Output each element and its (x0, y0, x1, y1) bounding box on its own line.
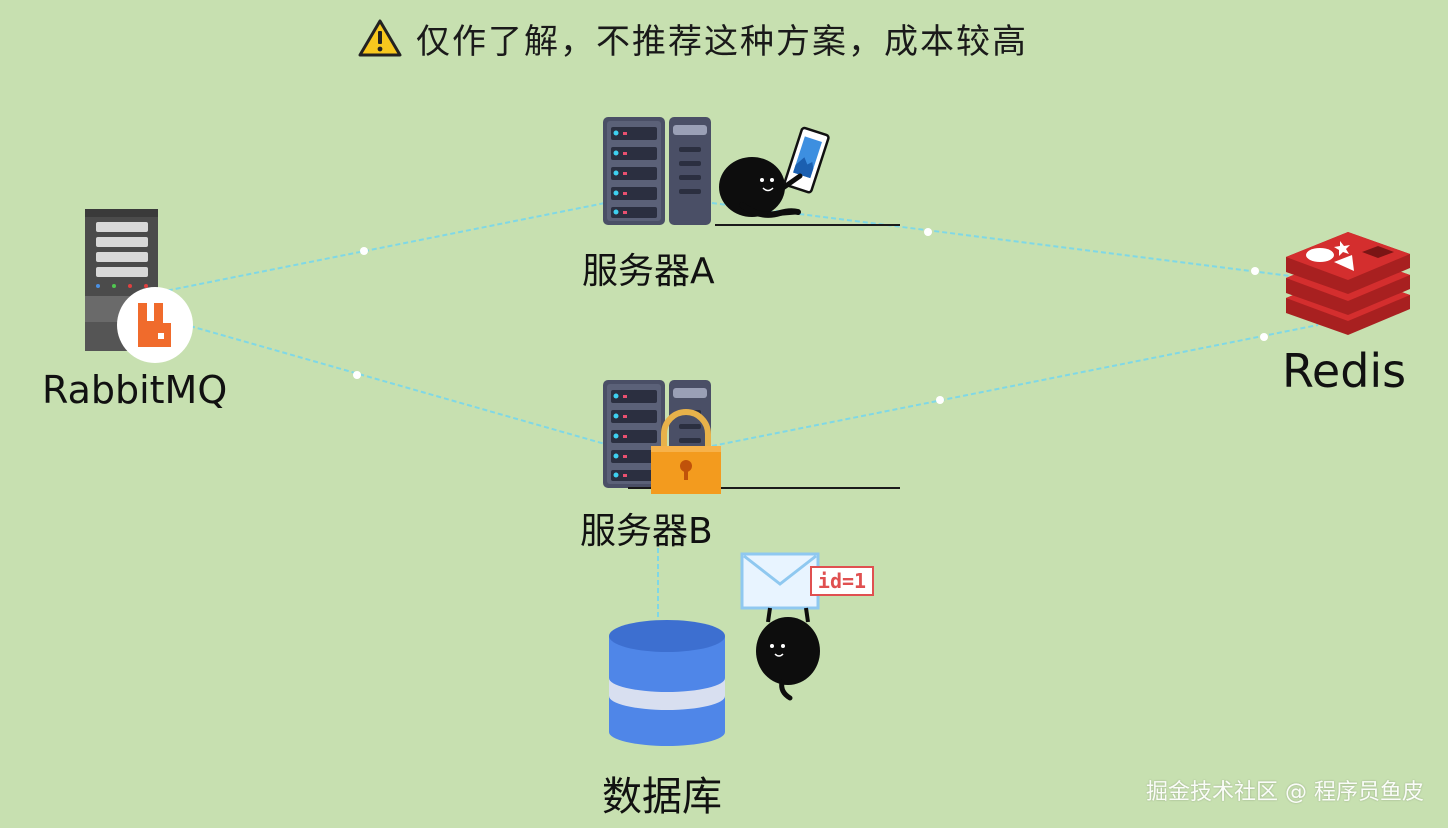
message-id-tag: id=1 (810, 566, 874, 596)
watermark: 掘金技术社区 @ 程序员鱼皮 (1146, 780, 1424, 805)
warning-triangle-icon (358, 19, 402, 57)
redis-label: Redis (1282, 344, 1407, 398)
rabbitmq-logo-icon (117, 287, 193, 363)
character-with-tablet-icon (715, 126, 900, 226)
server-a-label: 服务器A (582, 251, 715, 292)
database-label: 数据库 (602, 774, 722, 820)
connection-lines (159, 202, 1319, 618)
rabbitmq-label: RabbitMQ (42, 368, 228, 412)
server-a-icon (603, 117, 711, 225)
server-b-label: 服务器B (580, 511, 713, 552)
link-rabbitmq-server-b (189, 325, 613, 447)
envelope-icon (740, 552, 820, 610)
link-dots (353, 228, 1268, 404)
link-server-a-redis (711, 202, 1299, 278)
link-rabbitmq-server-a (159, 202, 606, 293)
character-carrying-message-icon (756, 607, 820, 701)
link-server-b-redis (711, 324, 1319, 447)
header-warning: 仅作了解，不推荐这种方案，成本较高 (358, 14, 1028, 62)
padlock-icon (651, 409, 721, 494)
header-warning-text: 仅作了解，不推荐这种方案，成本较高 (416, 21, 1028, 62)
database-cylinder-icon (609, 620, 725, 746)
redis-logo-icon (1286, 232, 1410, 335)
